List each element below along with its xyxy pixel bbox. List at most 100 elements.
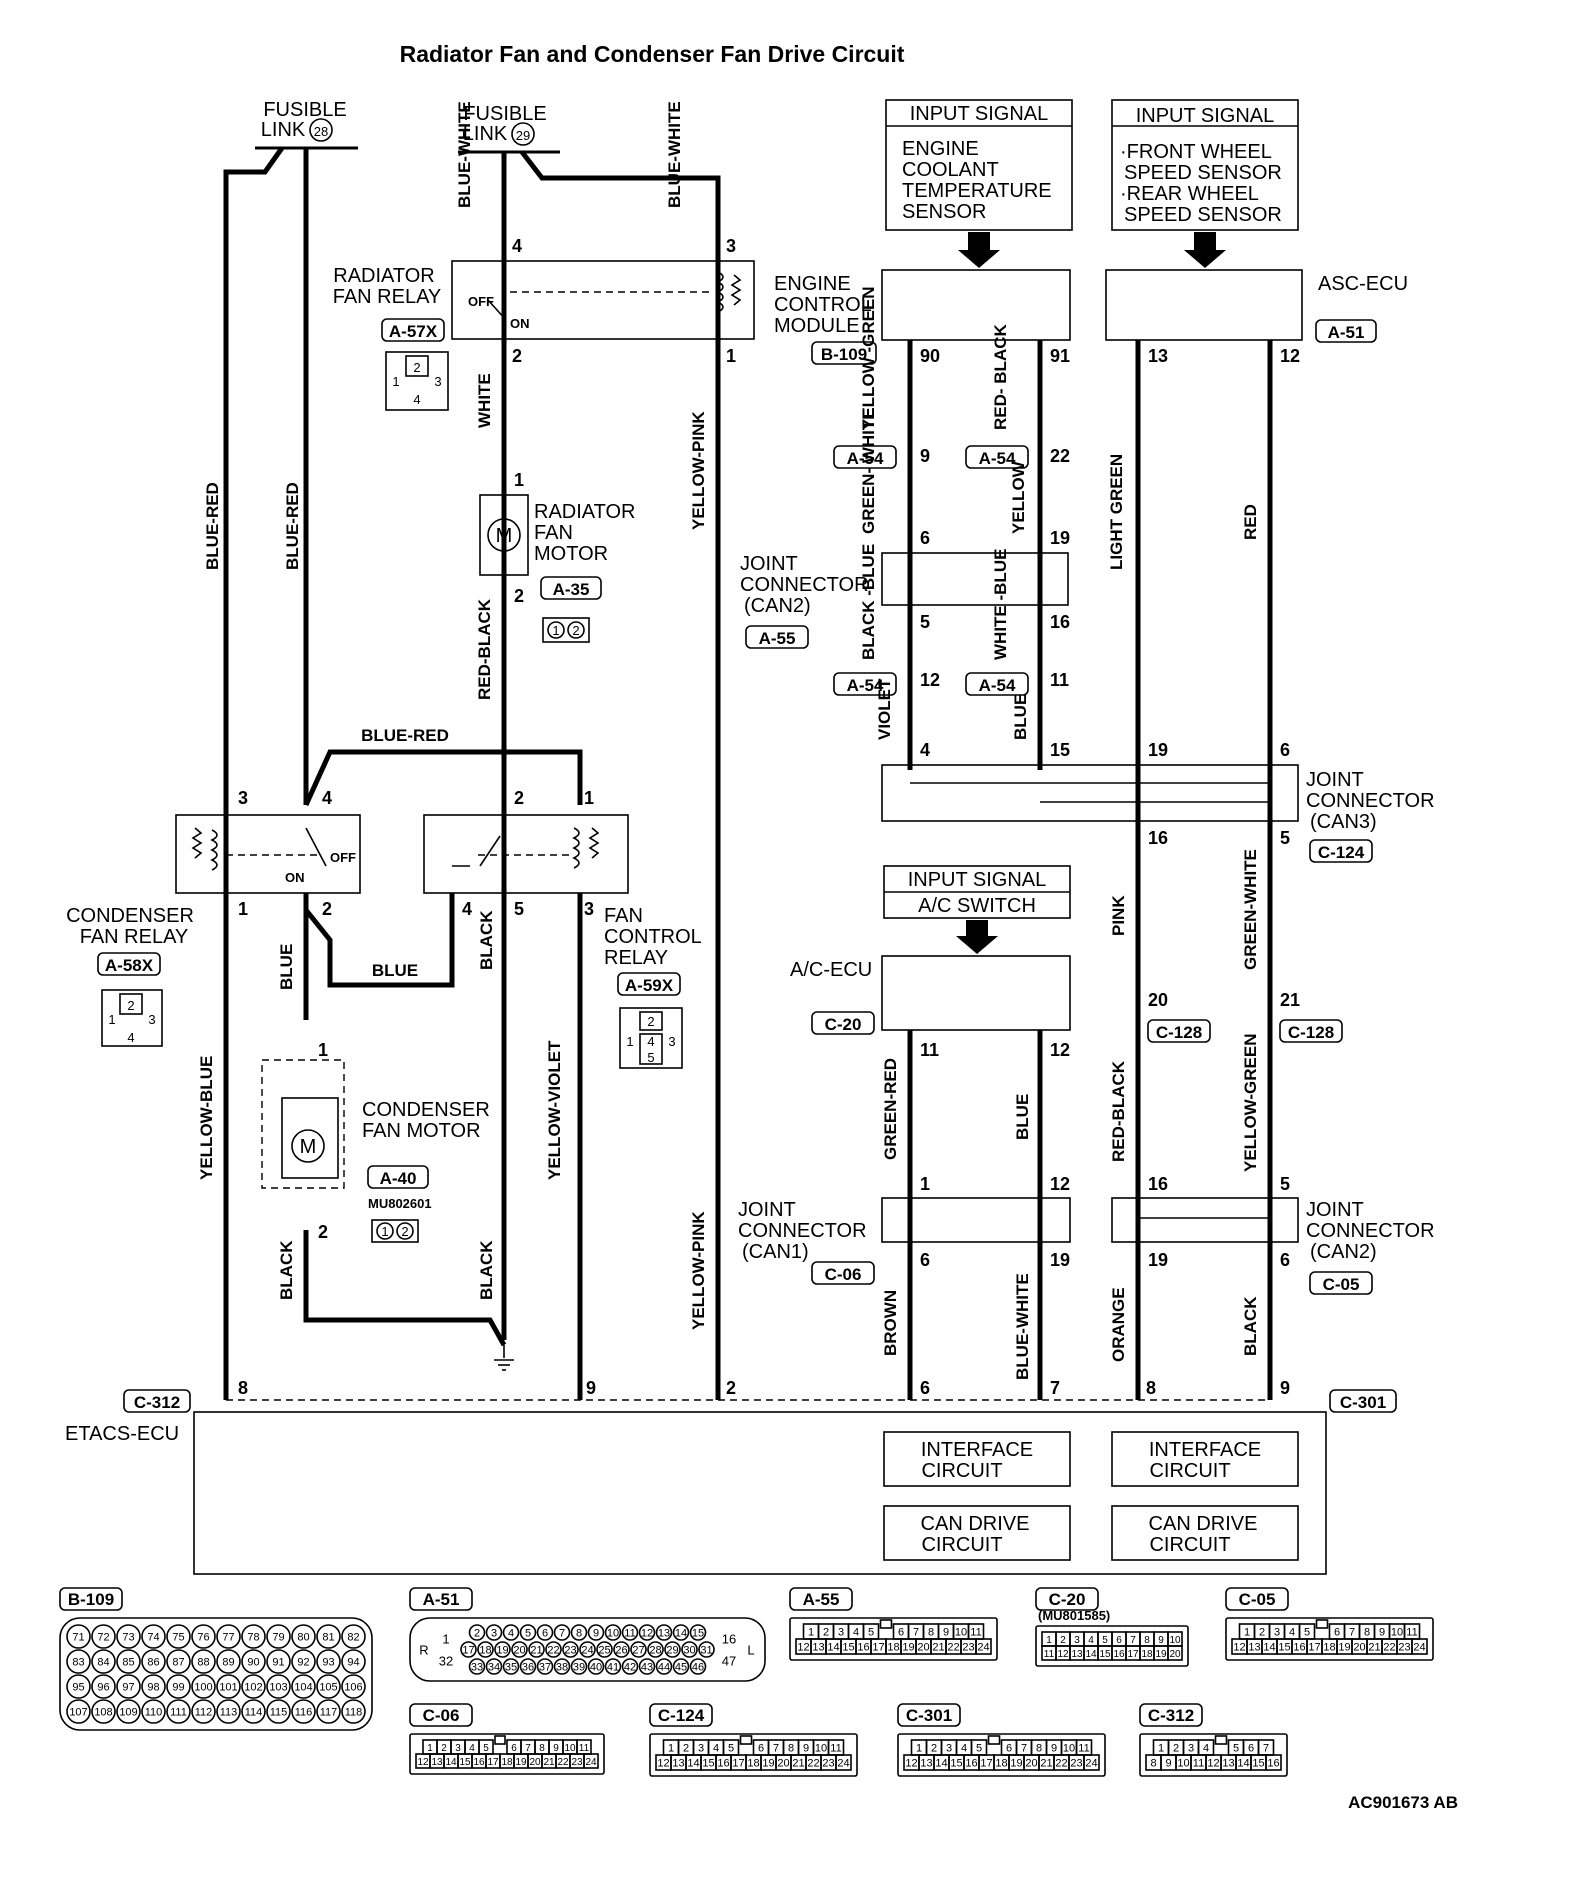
connector-pin-label: 23 [822, 1758, 834, 1770]
svg-text:ETACS-ECU: ETACS-ECU [65, 1423, 179, 1445]
connector-pin-label: 18 [479, 1645, 491, 1657]
connector-pin [570, 1624, 588, 1641]
engine-control-module: ENGINE CONTROL MODULE B-109 [774, 269, 1071, 365]
svg-text:COOLANT: COOLANT [902, 159, 999, 181]
connector-pin-label: 114 [245, 1707, 263, 1719]
svg-text:3: 3 [238, 788, 248, 808]
connector-pin [166, 1674, 191, 1699]
connector-pin-label: 7 [525, 1743, 531, 1754]
connector-pin [689, 1658, 707, 1675]
connector-pin-label: 19 [1010, 1758, 1022, 1770]
connector-pin-label: 15 [459, 1757, 471, 1768]
connector-pin-label: 71 [72, 1632, 84, 1644]
ac-ecu: A/C-ECU C-20 [790, 955, 1071, 1035]
connector-pin-label: 17 [732, 1758, 744, 1770]
connector-pin-label: 41 [607, 1662, 619, 1674]
connector-pin-label: 5 [976, 1743, 982, 1755]
connector-pin-label: 7 [1349, 1627, 1355, 1639]
connector-pin-label: 92 [297, 1657, 309, 1669]
connector-pin-label: 11 [579, 1743, 590, 1754]
connector-pin-label: 3 [1274, 1627, 1280, 1639]
svg-text:CONTROL: CONTROL [604, 926, 702, 948]
connector-pin-label: 19 [496, 1645, 508, 1657]
connector-pin-label: 18 [995, 1758, 1007, 1770]
connector-pin-label: 10 [607, 1628, 619, 1640]
connector-pin-label: 78 [247, 1632, 259, 1644]
connector-pin-label: 18 [747, 1758, 759, 1770]
connector-pin [528, 1641, 545, 1658]
connector-pin-label: 6 [758, 1743, 764, 1755]
connector-pin-label: 2 [931, 1743, 937, 1755]
connector-pin-label: 73 [122, 1632, 134, 1644]
connector-view-code: C-05 [1239, 1590, 1276, 1609]
svg-text:CIRCUIT: CIRCUIT [921, 1460, 1002, 1482]
connector-pin [241, 1699, 266, 1724]
fan-control-relay: FAN CONTROL RELAY A-59X [423, 814, 702, 996]
svg-text:20: 20 [1148, 990, 1168, 1010]
connector-pin-label: 46 [692, 1662, 704, 1674]
connector-pin [166, 1649, 191, 1674]
connector-pin [291, 1674, 316, 1699]
svg-text:C-05: C-05 [1323, 1275, 1360, 1294]
connector-view-code: A-55 [803, 1590, 840, 1609]
svg-text:19: 19 [1148, 1250, 1168, 1270]
svg-text:OFF: OFF [330, 850, 356, 865]
connector-pin-label: 13 [658, 1628, 670, 1640]
svg-text:1: 1 [584, 788, 594, 808]
svg-text:ON: ON [285, 870, 305, 885]
connector-pin-label: 12 [657, 1758, 669, 1770]
connector-pin-label: 13 [1222, 1758, 1234, 1770]
connector-pin [291, 1699, 316, 1724]
connector-pin-label: 33 [471, 1662, 483, 1674]
svg-text:JOINT: JOINT [740, 553, 798, 575]
svg-text:FAN RELAY: FAN RELAY [333, 286, 442, 308]
connector-pin [91, 1649, 116, 1674]
svg-text:4: 4 [647, 1034, 654, 1049]
svg-text:A-55: A-55 [759, 629, 796, 648]
connector-pin-label: 10 [815, 1743, 827, 1755]
connector-pin-label: 39 [573, 1662, 585, 1674]
connector-pin-label: 25 [598, 1645, 610, 1657]
connector-pin-label: 14 [1237, 1758, 1249, 1770]
svg-text:BLUE: BLUE [1011, 694, 1030, 740]
svg-text:6: 6 [920, 1378, 930, 1398]
connector-part-number: (MU801585) [1038, 1608, 1110, 1623]
svg-text:CONNECTOR: CONNECTOR [1306, 1220, 1435, 1242]
connector-pin-label: 29 [666, 1645, 678, 1657]
connector-pin-label: 2 [1060, 1635, 1066, 1646]
svg-text:ASC-ECU: ASC-ECU [1318, 273, 1408, 295]
svg-text:GREEN- WHITE: GREEN- WHITE [859, 408, 878, 534]
connector-pin-label: 8 [1036, 1743, 1042, 1755]
svg-text:C-312: C-312 [134, 1393, 180, 1412]
connector-pin [1411, 1638, 1428, 1655]
connector-pin [1265, 1754, 1282, 1771]
connector-pin [341, 1649, 366, 1674]
connector-side-pin: 32 [439, 1654, 453, 1669]
connector-pin [494, 1641, 511, 1658]
svg-text:CONNECTOR: CONNECTOR [738, 1220, 867, 1242]
svg-text:1: 1 [381, 1224, 388, 1239]
connector-pin-label: 12 [417, 1757, 429, 1768]
connector-pin [191, 1674, 216, 1699]
svg-text:A-54: A-54 [847, 676, 884, 695]
connector-pin [621, 1624, 639, 1641]
connector-pin-label: 13 [672, 1758, 684, 1770]
connector-pin-label: 108 [94, 1707, 112, 1719]
svg-text:A-35: A-35 [553, 580, 590, 599]
connector-pin-label: 18 [887, 1642, 899, 1654]
svg-text:5: 5 [647, 1050, 654, 1065]
svg-text:YELLOW-PINK: YELLOW-PINK [689, 1211, 708, 1330]
connector-pin-label: 45 [675, 1662, 687, 1674]
svg-text:INPUT SIGNAL: INPUT SIGNAL [908, 869, 1047, 891]
svg-text:BLACK: BLACK [1241, 1296, 1260, 1356]
connector-pin-label: 105 [319, 1682, 337, 1694]
connector-pin-label: 2 [823, 1627, 829, 1639]
connector-pin-label: 1 [808, 1627, 814, 1639]
svg-text:8: 8 [238, 1378, 248, 1398]
radiator-fan-motor: M RADIATOR FAN MOTOR A-35 1 2 [479, 494, 636, 643]
connector-pin [638, 1624, 656, 1641]
connector-pin-label: 1 [1046, 1635, 1052, 1646]
